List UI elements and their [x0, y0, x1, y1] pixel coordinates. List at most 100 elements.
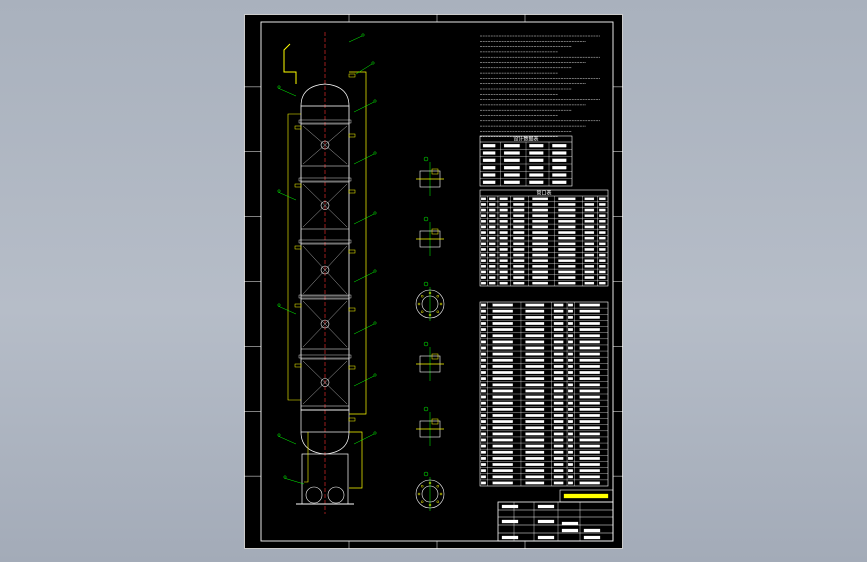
table-cell-text [503, 173, 520, 177]
table-cell-text [481, 265, 486, 268]
table-cell-text [492, 420, 513, 423]
table-cell-text [599, 203, 606, 206]
table-cell-text [481, 407, 486, 411]
leader-callouts [277, 33, 377, 485]
table-cell-text [532, 281, 548, 285]
bolt-hole [439, 302, 443, 306]
table-title: 设计数据表 [513, 136, 538, 143]
bolt-hole [417, 302, 421, 306]
table-cell-text [553, 463, 564, 466]
table-cell-text [579, 383, 600, 387]
table-cell-text [553, 407, 564, 411]
table-cell-text [568, 352, 573, 356]
table-cell-text [489, 220, 496, 223]
distributor [298, 119, 352, 124]
table-cell-text [513, 220, 525, 223]
table-cell-text [481, 475, 486, 479]
table-cell-text [584, 220, 595, 223]
bed-hatch [302, 125, 348, 165]
table-cell-text [584, 203, 595, 206]
table-cell-text [481, 270, 486, 274]
bolt-hole [439, 492, 443, 496]
table-cell-text [584, 281, 595, 285]
leader-bubble [361, 33, 365, 37]
table-cell-text [492, 426, 513, 430]
table-cell-text [553, 426, 564, 430]
manway [320, 265, 330, 275]
reboiler-line [349, 431, 363, 489]
table-cell-text [499, 259, 508, 262]
table-cell-text [481, 242, 486, 246]
sheet-inner-border [260, 21, 614, 542]
table-cell-text [489, 281, 496, 285]
table-cell-text [568, 358, 573, 362]
table-cell-text [525, 383, 545, 387]
table-cell-text [553, 395, 564, 399]
bolt-hole [436, 500, 440, 504]
table-cell-text [558, 208, 576, 212]
table-cell-text [579, 377, 600, 381]
nozzle [294, 303, 302, 308]
leader-line [277, 87, 297, 97]
table-cell-text [481, 377, 486, 381]
table-cell-text [579, 346, 600, 350]
manway [320, 201, 330, 210]
table-cell-text [553, 309, 564, 313]
detail-view [416, 216, 444, 256]
table-cell-text [579, 444, 600, 448]
side-line [287, 113, 301, 401]
table-cell-text [579, 340, 600, 344]
table-cell-text [492, 481, 513, 485]
column-tower [277, 32, 377, 514]
table-cell-text [558, 281, 576, 285]
nozzle [294, 363, 302, 368]
leader-line [277, 305, 297, 315]
nozzle [348, 73, 356, 78]
table-cell-text [599, 197, 606, 201]
table-cell-text [525, 438, 545, 442]
table-cell-text [503, 144, 520, 148]
nozzle [348, 249, 356, 254]
distributor [298, 354, 352, 359]
table-cell-text [481, 420, 486, 423]
title-cell-text [537, 535, 555, 540]
top-head [300, 83, 350, 107]
table-cell-text [499, 220, 508, 223]
table-cell-text [553, 377, 564, 381]
table-cell-text [568, 444, 573, 448]
detail-view [415, 471, 445, 511]
table-cell-text [579, 426, 600, 430]
table-cell-text [553, 365, 564, 368]
table-cell-text [481, 457, 486, 460]
leader-bubble [373, 211, 377, 215]
table-cell-text [599, 248, 606, 251]
table-cell-text [553, 469, 564, 473]
table-cell-text [552, 144, 567, 148]
table-cell-text [553, 438, 564, 442]
table-cell-text [492, 365, 513, 368]
table-cell-text [584, 208, 595, 212]
packing-bed [298, 354, 352, 407]
table-cell-text [568, 481, 573, 485]
table-cell-text [489, 197, 496, 201]
table-cell-text [553, 383, 564, 387]
table-cell-text [492, 414, 513, 417]
table-cell-text [489, 248, 496, 251]
detail-label-bubble [423, 281, 429, 287]
table-cell-text [492, 315, 513, 319]
table-cell-text [532, 259, 548, 262]
table-cell-text [513, 197, 525, 201]
table-cell-text [481, 322, 486, 325]
table-cell-text [525, 358, 545, 362]
table-cell-text [532, 253, 548, 257]
table-cell-text [579, 475, 600, 479]
table-cell-text [529, 180, 544, 184]
design-data-table: 设计数据表 [479, 136, 573, 187]
table-cell-text [579, 414, 600, 417]
leader-bubble [373, 321, 377, 325]
table-cell-text [499, 270, 508, 274]
detail-label-bubble [423, 471, 429, 477]
table-cell-text [525, 481, 545, 485]
table-cell-text [568, 328, 573, 331]
table-cell-text [579, 407, 600, 411]
